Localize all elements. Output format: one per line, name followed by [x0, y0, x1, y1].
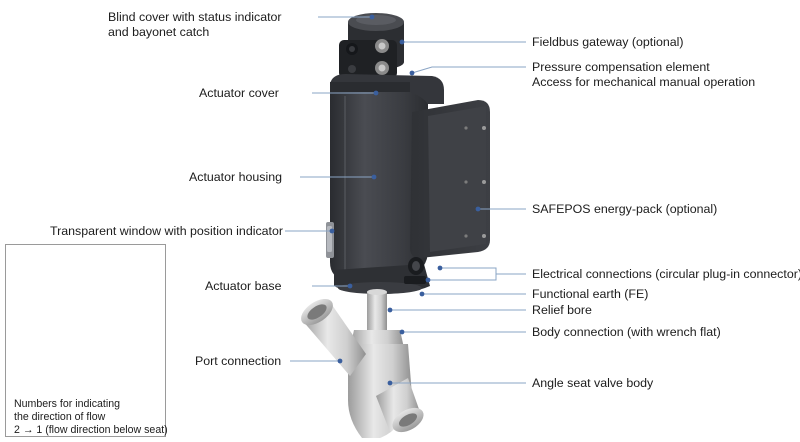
pointer-dot-blind-cover	[369, 14, 375, 20]
pointer-dot-actuator-base	[347, 283, 353, 289]
label-pressure-compensation: Pressure compensation element Access for…	[532, 60, 755, 89]
actuator-base	[334, 264, 430, 294]
pointer-dot-pressure-compensation	[409, 70, 415, 76]
label-blind-cover-line1: Blind cover with status indicator	[108, 10, 282, 24]
label-blind-cover: Blind cover with status indicator and ba…	[108, 10, 282, 39]
label-transparent-window: Transparent window with position indicat…	[50, 224, 284, 238]
label-body-connection: Body connection (with wrench flat)	[532, 325, 721, 339]
pointer-dot-actuator-cover	[373, 90, 379, 96]
inset-caption-line1: Numbers for indicating	[14, 398, 120, 410]
pointer-dot-functional-earth	[419, 291, 425, 297]
label-safepos: SAFEPOS energy-pack (optional)	[532, 202, 718, 216]
label-relief-bore: Relief bore	[532, 303, 592, 317]
label-actuator-base: Actuator base	[205, 279, 282, 293]
label-blind-cover-line2: and bayonet catch	[108, 24, 210, 39]
label-fieldbus-gateway: Fieldbus gateway (optional)	[532, 35, 684, 49]
label-angle-seat-body: Angle seat valve body	[532, 376, 654, 390]
label-actuator-cover: Actuator cover	[199, 86, 279, 100]
transparent-window	[326, 222, 334, 258]
flow-direction-inset	[5, 244, 166, 437]
pointer-dot-safepos	[475, 206, 481, 212]
inset-caption-line3: 2 → 1 (flow direction below seat)	[14, 424, 168, 436]
valve-stem	[367, 289, 387, 332]
label-pressure-compensation-line1: Pressure compensation element	[532, 60, 710, 74]
electrical-connector	[404, 257, 426, 284]
actuator-housing	[330, 92, 428, 280]
pointer-dot-electrical-connections-2	[425, 277, 431, 283]
pointer-dot-body-connection	[399, 329, 405, 335]
pointer-dot-electrical-connections	[437, 265, 443, 271]
angle-seat-valve-body	[301, 298, 424, 438]
label-pressure-compensation-line2: Access for mechanical manual operation	[532, 74, 756, 89]
leader-electrical-connections-2	[428, 274, 497, 281]
pointer-dot-fieldbus-gateway	[399, 39, 405, 45]
label-electrical-connections: Electrical connections (circular plug-in…	[532, 267, 800, 281]
pointer-dot-actuator-housing	[371, 174, 377, 180]
label-port-connection: Port connection	[195, 354, 282, 368]
label-actuator-housing: Actuator housing	[189, 170, 282, 184]
label-functional-earth: Functional earth (FE)	[532, 287, 649, 301]
inset-caption-line2: the direction of flow	[14, 411, 106, 423]
leader-electrical-connections	[440, 267, 526, 275]
inset-caption: Numbers for indicating the direction of …	[14, 398, 168, 437]
leader-pressure-compensation	[411, 66, 526, 74]
pointer-dot-transparent-window	[329, 228, 335, 234]
fieldbus-gateway	[339, 39, 397, 78]
pointer-dot-port-connection	[337, 358, 343, 364]
pointer-dot-relief-bore	[387, 307, 393, 313]
pointer-dot-angle-seat-body	[387, 380, 393, 386]
safepos-energy-pack	[410, 100, 490, 258]
